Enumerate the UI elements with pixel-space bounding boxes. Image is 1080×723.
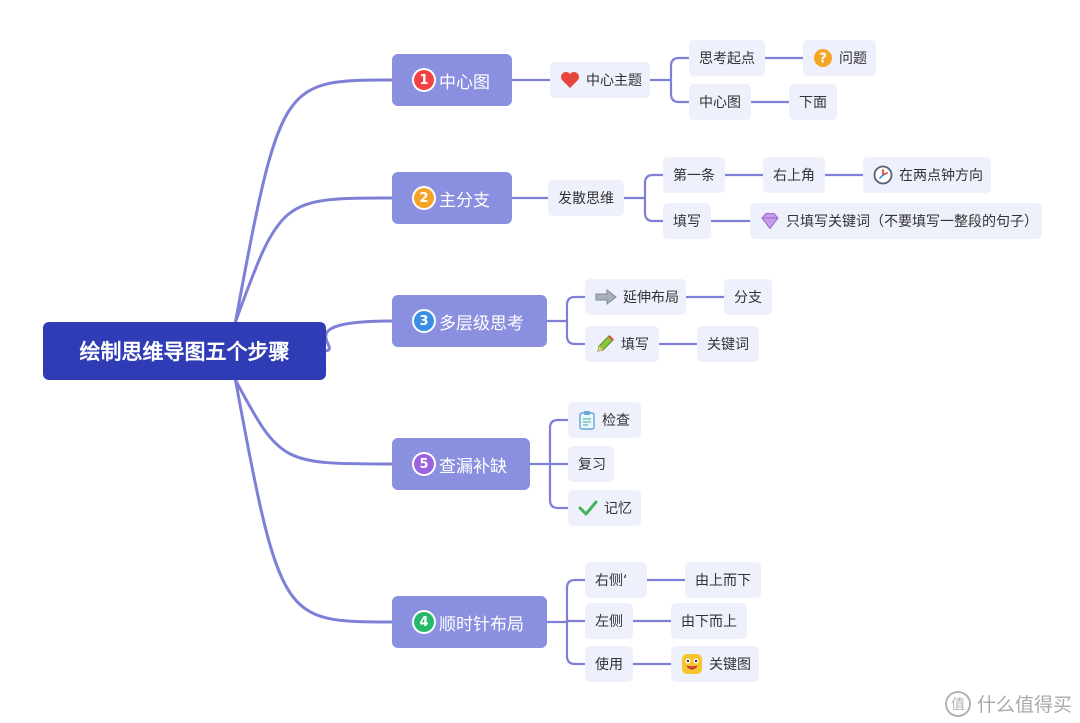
topic-node[interactable]: 关键词: [697, 326, 759, 362]
arrow-right-icon: [595, 289, 617, 305]
diamond-icon: [760, 212, 780, 230]
topic-label: 右侧‘: [595, 573, 628, 589]
topic-label: 检查: [602, 413, 630, 429]
topic-label: 复习: [578, 457, 606, 473]
topic-label: 记忆: [604, 501, 632, 517]
topic-label: 发散思维: [558, 191, 614, 207]
topic-node[interactable]: 左侧: [585, 603, 633, 639]
watermark: 值 什么值得买: [944, 690, 1072, 717]
branch-label: 中心图: [439, 72, 490, 93]
clipboard-icon: [578, 410, 596, 430]
connector-line: [233, 378, 394, 624]
topic-label: 中心图: [699, 95, 741, 111]
topic-label: 关键图: [709, 657, 751, 673]
topic-node[interactable]: 在两点钟方向: [863, 157, 991, 193]
number-badge-icon: 2: [414, 188, 434, 208]
topic-node[interactable]: 右上角: [763, 157, 825, 193]
topic-node[interactable]: 填写: [585, 326, 659, 362]
connector-line: [233, 196, 394, 324]
topic-label: 右上角: [773, 168, 815, 184]
topic-node[interactable]: 右侧‘: [585, 562, 647, 598]
topic-node[interactable]: 复习: [568, 446, 614, 482]
branch-label: 主分支: [439, 190, 490, 211]
branch-label: 查漏补缺: [439, 456, 507, 477]
topic-label: 中心主题: [586, 73, 642, 89]
topic-node[interactable]: 只填写关键词（不要填写一整段的句子）: [750, 203, 1042, 239]
topic-label: 第一条: [673, 168, 715, 184]
topic-node[interactable]: 分支: [724, 279, 772, 315]
connector-line: [643, 196, 665, 223]
topic-label: 在两点钟方向: [899, 168, 983, 184]
branch-label: 多层级思考: [439, 313, 524, 334]
connector-line: [669, 56, 691, 82]
topic-node[interactable]: 关键图: [671, 646, 759, 682]
topic-node[interactable]: 使用: [585, 646, 633, 682]
connector-line: [565, 578, 587, 624]
topic-node[interactable]: 由下而上: [671, 603, 747, 639]
checkmark-icon: [578, 499, 598, 517]
topic-label: 关键词: [707, 337, 749, 353]
topic-node[interactable]: 由上而下: [685, 562, 761, 598]
number-badge-icon: 4: [414, 612, 434, 632]
number-badge-icon: 1: [414, 70, 434, 90]
connector-line: [321, 319, 394, 353]
watermark-text: 什么值得买: [976, 694, 1072, 716]
connector-line: [565, 620, 587, 666]
topic-node[interactable]: 第一条: [663, 157, 725, 193]
topic-label: 填写: [621, 337, 649, 353]
topic-node[interactable]: 中心图: [689, 84, 751, 120]
topic-node[interactable]: 记忆: [568, 490, 641, 526]
watermark-logo-icon: 值: [944, 690, 971, 717]
topic-node[interactable]: 下面: [789, 84, 837, 120]
clock-icon: [873, 165, 893, 185]
topic-label: 左侧: [595, 614, 623, 630]
connector-line: [233, 78, 394, 324]
topic-node[interactable]: 思考起点: [689, 40, 765, 76]
topic-node[interactable]: ? 问题: [803, 40, 876, 76]
topic-label: 填写: [673, 214, 701, 230]
connector-line: [565, 295, 587, 323]
connector-line: [565, 319, 587, 346]
connector-line: [669, 78, 691, 104]
question-icon: ?: [813, 48, 833, 68]
topic-label: 使用: [595, 657, 623, 673]
number-badge-icon: 5: [414, 454, 434, 474]
topic-node[interactable]: 中心主题: [550, 62, 650, 98]
topic-label: 分支: [734, 290, 762, 306]
topic-label: 问题: [839, 51, 867, 67]
root-topic[interactable]: 绘制思维导图五个步骤: [43, 322, 326, 380]
topic-label: 思考起点: [699, 51, 755, 67]
connector-line: [233, 378, 394, 466]
topic-node[interactable]: 填写: [663, 203, 711, 239]
topic-label: 由上而下: [695, 573, 751, 589]
topic-label: 由下而上: [681, 614, 737, 630]
connector-line: [565, 619, 587, 624]
connector-line: [548, 462, 570, 510]
number-badge-icon: 3: [414, 311, 434, 331]
connector-line: [548, 418, 570, 466]
heart-icon: [560, 71, 580, 89]
svg-text:?: ?: [819, 52, 827, 67]
topic-label: 下面: [799, 95, 827, 111]
topic-label: 只填写关键词（不要填写一整段的句子）: [786, 214, 1038, 230]
topic-label: 延伸布局: [623, 290, 679, 306]
topic-node[interactable]: 延伸布局: [585, 279, 686, 315]
connector-line: [643, 173, 665, 200]
topic-node[interactable]: 发散思维: [548, 180, 624, 216]
topic-node[interactable]: 检查: [568, 402, 641, 438]
pencil-icon: [595, 334, 615, 354]
branch-label: 顺时针布局: [439, 614, 524, 635]
smiley-icon: [681, 653, 703, 675]
